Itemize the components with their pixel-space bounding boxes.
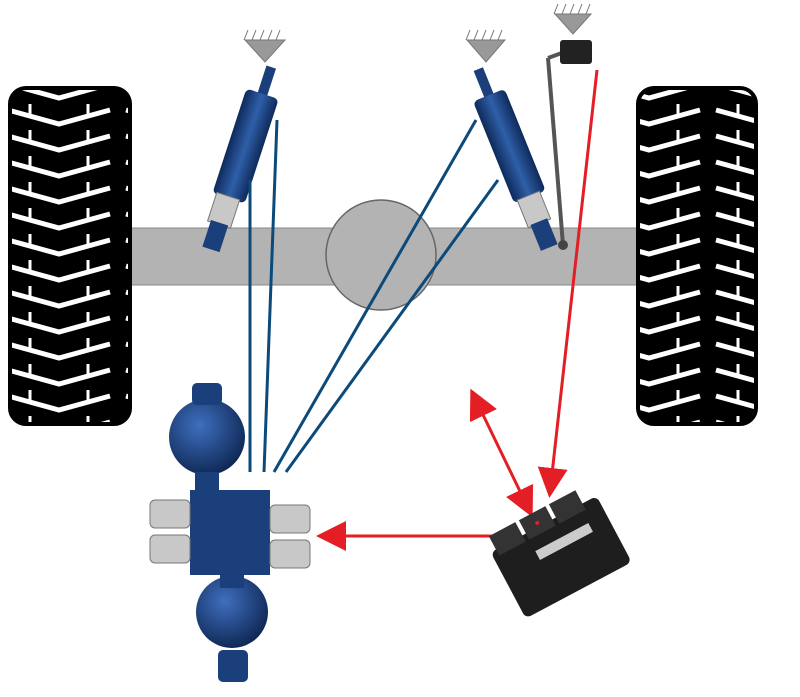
actuator-left xyxy=(202,65,278,253)
valve-block-assembly xyxy=(149,383,311,682)
differential xyxy=(325,199,437,311)
ecu-controller xyxy=(488,490,630,617)
hydraulic-lines xyxy=(248,119,500,473)
mount-icon xyxy=(243,3,593,63)
signal-lines xyxy=(316,69,599,551)
actuator-right xyxy=(473,67,558,251)
tire-right xyxy=(636,86,758,426)
tire-left xyxy=(8,86,132,426)
height-sensor xyxy=(546,40,592,250)
